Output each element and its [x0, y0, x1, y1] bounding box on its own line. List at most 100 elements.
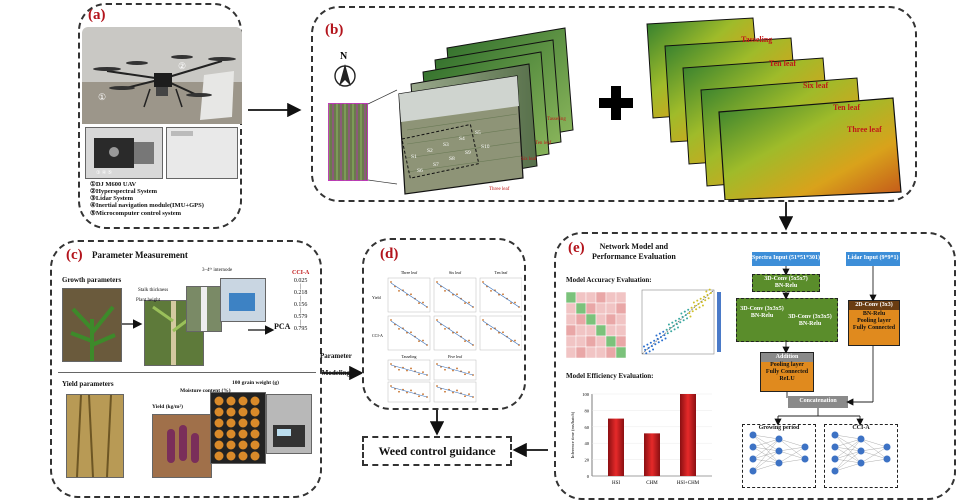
- matrix-cell: [585, 291, 597, 304]
- annotation: Yield (kg/m²): [152, 404, 183, 410]
- plus-icon: [599, 86, 633, 120]
- matrix-cell: [615, 313, 627, 326]
- kernel: [238, 451, 248, 461]
- subplot-point: [406, 293, 408, 296]
- panel-c-title: Parameter Measurement: [92, 250, 188, 260]
- subplot-point: [410, 293, 412, 296]
- subplot-point: [490, 289, 492, 292]
- nn-edge: [778, 446, 806, 464]
- subplot-point: [514, 339, 516, 342]
- field-stripe: [348, 103, 350, 181]
- pool-label: Pooling layer: [857, 317, 891, 324]
- growth-title: Growth parameters: [62, 276, 122, 284]
- fit-line: [390, 364, 428, 376]
- subplot-point: [390, 281, 392, 283]
- nn-node: [775, 459, 783, 467]
- scatter-point: [656, 337, 659, 340]
- scatter-point: [708, 288, 711, 291]
- kernel: [250, 440, 260, 450]
- scatter-point: [704, 299, 707, 302]
- sample-photo: [220, 278, 266, 322]
- kernel: [226, 396, 236, 406]
- scatter-point: [654, 343, 657, 346]
- ccia-label: CCI-A: [852, 425, 870, 431]
- seedling-photo: [62, 288, 122, 362]
- fit-line: [390, 282, 428, 308]
- equipment-legend: ①DJ M600 UAV ②Hyperspectral System ③Lida…: [90, 181, 204, 217]
- legend-item: ⑤Microcomputer control system: [90, 209, 182, 217]
- subplot-point: [444, 390, 446, 393]
- matrix-cell: [566, 291, 577, 304]
- plot-label: S5: [475, 130, 481, 136]
- fit-line: [436, 282, 474, 308]
- field-stripe: [328, 103, 330, 181]
- y-tick-label: 0: [587, 474, 590, 479]
- kernel: [214, 429, 224, 439]
- legend-item: ④Inertial navigation module(IMU+GPS): [90, 202, 204, 210]
- subplot-point: [418, 395, 420, 398]
- conv-block-1: 3D-Conv (5x5x7)BN-Relu: [752, 274, 820, 292]
- matrix-cell: [605, 302, 617, 315]
- efficiency-title: Model Efficiency Evaluation:: [566, 372, 654, 380]
- scatter-point: [698, 306, 701, 309]
- scatter-point: [647, 347, 650, 349]
- kernel: [226, 418, 236, 428]
- instrument-photo: ③ ④ ⑤: [85, 127, 163, 179]
- scatter-point: [665, 328, 668, 331]
- scatter-point: [682, 319, 685, 322]
- col-title: Three leaf: [401, 270, 418, 275]
- nn-edge: [778, 458, 806, 464]
- annotation: 100 grain weight (g): [232, 380, 279, 386]
- legend-item: ②Hyperspectral System: [90, 188, 158, 196]
- scatter-point: [681, 315, 684, 318]
- fit-line: [390, 386, 428, 398]
- nn-edge: [778, 446, 806, 452]
- matrix-cell: [585, 313, 597, 326]
- y-tick-label: 40: [585, 441, 590, 446]
- subplot-point: [410, 389, 412, 392]
- subplot-point: [422, 371, 424, 374]
- subplot-point: [456, 331, 458, 334]
- scatter-point: [669, 326, 672, 329]
- color-bar: [717, 292, 721, 352]
- nn-node: [749, 467, 757, 475]
- bn-label: BN-Relu: [750, 312, 774, 319]
- nn-node: [831, 455, 839, 463]
- subplot-point: [452, 391, 454, 394]
- scatter-point: [697, 303, 700, 305]
- nn-edge: [752, 434, 780, 440]
- plot-label: S1: [411, 154, 417, 160]
- subplot-point: [502, 331, 504, 334]
- scatter-point: [700, 301, 703, 304]
- kernel: [238, 396, 248, 406]
- matrix-cell: [575, 335, 587, 348]
- title-line: Network Model and: [599, 242, 669, 251]
- subplot-point: [436, 319, 438, 321]
- scatter-point: [653, 339, 656, 342]
- subplot-point: [436, 281, 438, 283]
- north-arrow-icon: N: [333, 50, 357, 92]
- accuracy-title: Model Accuracy Evaluation:: [566, 276, 652, 284]
- conv-block-3: 3D-Conv (3x3x5)BN-Relu: [788, 314, 832, 334]
- arrow-text: Parameter: [320, 352, 352, 360]
- subplot-point: [398, 289, 400, 292]
- dry-maize-photo: [66, 394, 124, 478]
- matrix-cell: [605, 346, 617, 359]
- scatter-point: [706, 293, 709, 296]
- svg-text:③ ④ ⑤: ③ ④ ⑤: [96, 170, 112, 176]
- svg-text:①: ①: [98, 92, 106, 102]
- matrix-cell: [595, 346, 607, 359]
- nn-edge: [860, 446, 888, 452]
- matrix-cell: [575, 324, 587, 337]
- matrix-cell: [566, 302, 577, 315]
- panel-c-parameters: (c) Parameter Measurement Growth paramet…: [50, 240, 322, 498]
- matrix-cell: [585, 335, 597, 348]
- uav-photo: ① ②: [82, 27, 242, 124]
- plot-label: S6: [417, 168, 423, 174]
- scatter-point: [673, 328, 676, 331]
- kernel: [226, 440, 236, 450]
- nn-node: [857, 447, 865, 455]
- lidar-chm-stack: Tasseling Ten leaf Six leaf Ten leaf Thr…: [643, 14, 913, 200]
- reference-panel-photo: [166, 127, 238, 179]
